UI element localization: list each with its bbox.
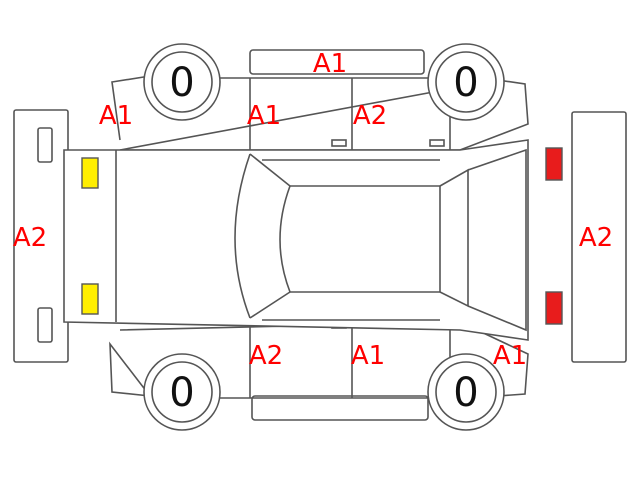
front-bumper-slot-top xyxy=(37,127,53,163)
rear-glass xyxy=(439,168,469,308)
wheel-front-left-value: 0 xyxy=(169,60,194,106)
wheel-rear-left: 0 xyxy=(427,43,505,121)
taillight-bottom xyxy=(545,291,563,325)
headlight-bottom xyxy=(81,283,99,315)
wheel-rear-left-value: 0 xyxy=(453,60,478,106)
top-view-body xyxy=(63,139,529,341)
windshield-outer xyxy=(234,153,251,319)
wheel-front-right-value: 0 xyxy=(169,370,194,416)
front-bumper-slot-bottom xyxy=(37,307,53,343)
code-front-door-bottom: A2 xyxy=(249,341,283,371)
top-side-rail xyxy=(249,49,425,75)
code-front-fender-top: A1 xyxy=(99,101,133,131)
taillight-top xyxy=(545,147,563,181)
headlight-top xyxy=(81,157,99,189)
rear-bumper xyxy=(571,111,627,363)
code-rear-door-bottom: A1 xyxy=(351,341,385,371)
roof-outline xyxy=(290,185,441,293)
code-front-door-top: A1 xyxy=(247,101,281,131)
bottom-side-rail xyxy=(251,395,429,421)
top-door-handle-rear xyxy=(429,139,445,147)
code-rear-fender-bottom: A1 xyxy=(493,341,527,371)
code-rear-bumper: A2 xyxy=(579,223,613,253)
wheel-rear-right-value: 0 xyxy=(453,370,478,416)
code-roof-top: A1 xyxy=(313,49,347,79)
top-door-handle-front xyxy=(331,139,347,147)
code-rear-door-top: A2 xyxy=(353,101,387,131)
wheel-front-left: 0 xyxy=(143,43,221,121)
code-front-bumper: A2 xyxy=(13,223,47,253)
wheel-front-right: 0 xyxy=(143,353,221,431)
windshield-inner xyxy=(279,185,291,293)
wheel-rear-right: 0 xyxy=(427,353,505,431)
trunk-lid xyxy=(467,148,527,332)
